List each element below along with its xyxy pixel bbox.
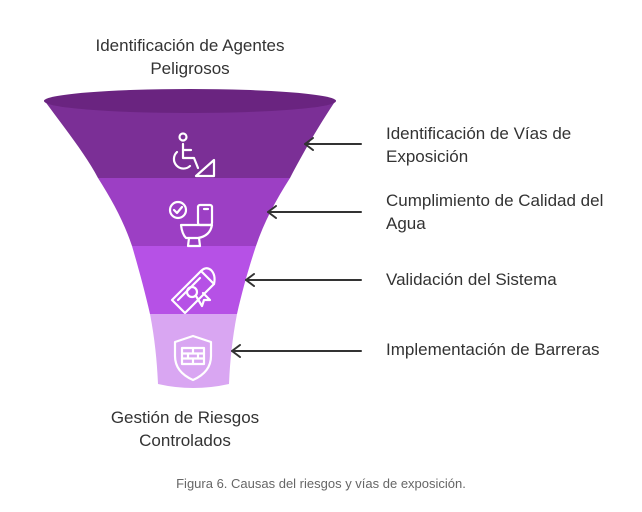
toilet-check-icon: [168, 200, 214, 248]
figure-caption: Figura 6. Causas del riesgos y vías de e…: [176, 476, 466, 491]
funnel-section-2: [98, 178, 290, 246]
funnel-bottom-label: Gestión de Riesgos Controlados: [110, 408, 260, 450]
brick-shield-icon: [173, 334, 213, 382]
diploma-icon: [170, 267, 216, 315]
funnel-section-1: [44, 100, 336, 178]
funnel-rim: [44, 89, 336, 113]
accessibility-ramp-icon: [172, 132, 216, 178]
stage-label-1: Identificación de Vías de Exposición: [386, 124, 572, 166]
funnel-top-label: Identificación de Agentes Peligrosos: [95, 36, 285, 78]
stage-label-3: Validación del Sistema: [386, 270, 557, 289]
funnel-section-3: [132, 246, 256, 314]
arrow-stage-3: [245, 273, 362, 287]
stage-label-2: Cumplimiento de Calidad del Agua: [386, 191, 604, 233]
arrow-stage-2: [267, 205, 362, 219]
arrow-stage-4: [231, 344, 362, 358]
arrow-stage-1: [304, 137, 362, 151]
funnel-diagram: [44, 89, 362, 388]
stage-label-4: Implementación de Barreras: [386, 340, 600, 359]
